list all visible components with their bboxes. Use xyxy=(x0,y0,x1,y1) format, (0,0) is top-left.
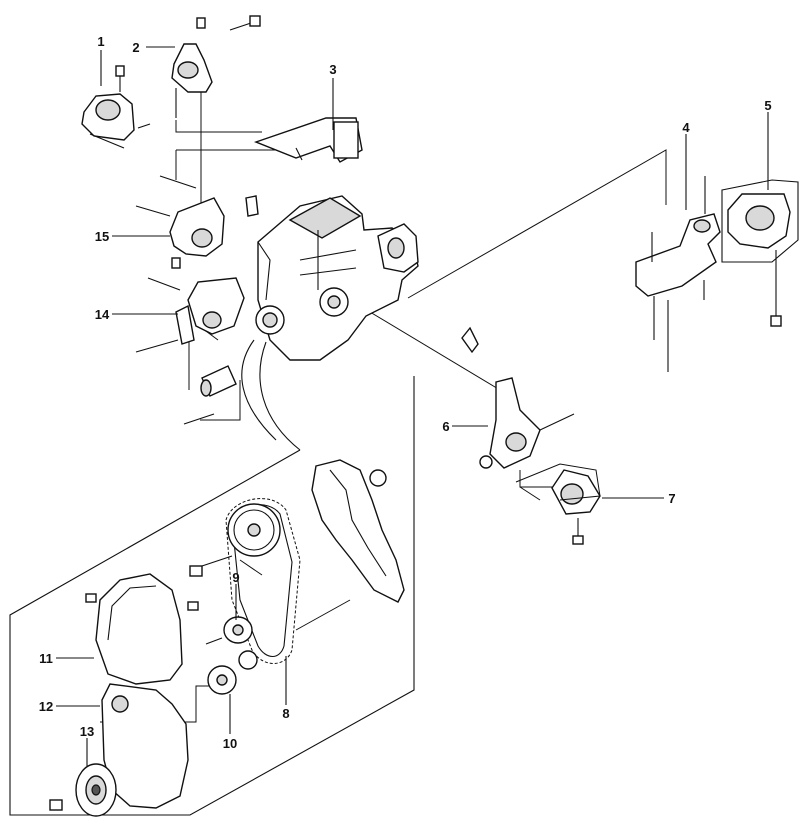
callout-11-label: 11 xyxy=(39,651,53,666)
callout-labels: 1 2 3 4 5 6 7 8 9 10 11 12 13 14 15 xyxy=(39,34,772,751)
callout-14-label: 14 xyxy=(95,307,110,322)
callout-8-label: 8 xyxy=(282,706,289,721)
rear-timing-cover xyxy=(311,459,405,603)
part-13-crank-pulley xyxy=(49,763,117,817)
callout-7-label: 7 xyxy=(668,491,675,506)
callout-6-label: 6 xyxy=(442,419,449,434)
part-2-upper-bracket xyxy=(171,15,261,118)
part-10-crank-sprocket xyxy=(207,650,258,695)
callout-12-label: 12 xyxy=(39,699,53,714)
callout-15-label: 15 xyxy=(95,229,109,244)
engine-block xyxy=(245,195,419,361)
callout-9-label: 9 xyxy=(232,570,239,585)
timing-detail-boundary xyxy=(9,339,415,816)
part-4-right-bracket xyxy=(635,176,721,372)
part-9-tensioner xyxy=(187,601,253,645)
callout-4-label: 4 xyxy=(682,120,690,135)
part-7-rear-mount xyxy=(515,463,601,545)
part-15-front-bracket xyxy=(135,175,225,269)
callout-13-label: 13 xyxy=(80,724,94,739)
callout-2-label: 2 xyxy=(132,40,139,55)
callout-10-label: 10 xyxy=(223,736,237,751)
callout-leaders xyxy=(56,46,769,766)
engine-link-plate xyxy=(461,326,479,354)
part-5-right-mount xyxy=(721,179,799,327)
part-14-lower-bracket xyxy=(135,277,245,353)
camshaft-sprocket xyxy=(189,503,281,577)
part-11-upper-cover xyxy=(85,573,183,685)
part-1-left-mount xyxy=(81,65,151,149)
callout-5-label: 5 xyxy=(764,98,771,113)
bushing xyxy=(183,365,237,425)
callout-3-label: 3 xyxy=(329,62,336,77)
callout-1-label: 1 xyxy=(97,34,104,49)
part-12-lower-cover xyxy=(101,683,189,809)
part-3-top-bracket xyxy=(253,117,363,163)
part-6-rear-bracket xyxy=(479,377,575,469)
